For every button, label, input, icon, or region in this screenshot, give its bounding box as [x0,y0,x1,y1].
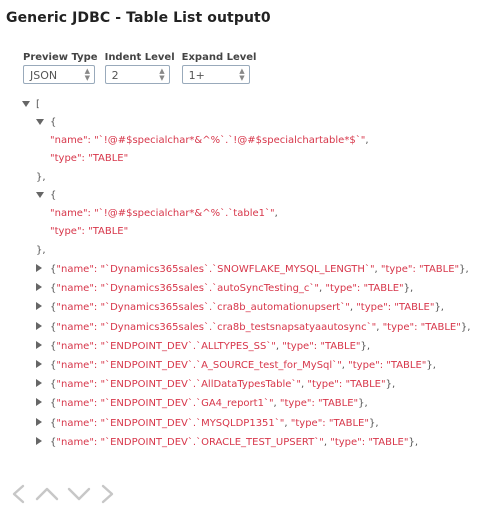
tree-prop-name: "name": "`!@#$specialchar*&^%`.`!@#$spec… [50,135,369,146]
root-row: [ [22,98,40,112]
tree-node-collapsed[interactable]: {"name": "`Dynamics365sales`.`SNOWFLAKE_… [36,263,469,277]
chevron-right-icon[interactable] [98,484,116,504]
expand-level-control: Expand Level 1+ ▲▼ [181,52,257,84]
tree-node-expanded: { [36,116,56,130]
indent-level-label: Indent Level [104,52,175,63]
stepper-arrows-icon: ▲▼ [84,67,90,82]
expand-level-select[interactable]: 1+ ▲▼ [181,65,250,84]
close-brace: }, [36,245,46,256]
preview-controls: Preview Type JSON ▲▼ Indent Level 2 ▲▼ E… [23,52,256,84]
tree-node-collapsed[interactable]: {"name": "`Dynamics365sales`.`autoSyncTe… [36,282,413,296]
expand-toggle-icon[interactable] [36,417,42,426]
expand-toggle-icon[interactable] [36,379,42,388]
tree-node-collapsed[interactable]: {"name": "`ENDPOINT_DEV`.`A_SOURCE_test_… [36,359,436,373]
preview-type-value: JSON [30,69,58,82]
expand-toggle-icon[interactable] [36,340,42,349]
preview-type-label: Preview Type [23,52,98,63]
expand-toggle-icon[interactable] [36,398,42,407]
preview-type-select[interactable]: JSON ▲▼ [23,65,95,84]
indent-level-select[interactable]: 2 ▲▼ [104,65,170,84]
expand-toggle-icon[interactable] [36,436,42,445]
tree-node-expanded: { [36,189,56,203]
expand-toggle-icon[interactable] [36,321,42,330]
collapse-toggle-icon[interactable] [36,192,44,198]
expand-toggle-icon[interactable] [36,264,42,272]
tree-node-collapsed[interactable]: {"name": "`Dynamics365sales`.`cra8b_auto… [36,301,444,315]
chevron-left-icon[interactable] [10,484,28,504]
close-brace: }, [36,172,46,183]
expand-level-label: Expand Level [181,52,257,63]
expand-toggle-icon[interactable] [36,360,42,368]
stepper-arrows-icon: ▲▼ [159,67,165,82]
tree-prop-type: "type": "TABLE" [50,226,129,237]
indent-level-value: 2 [111,69,119,82]
collapse-toggle-icon[interactable] [36,119,44,125]
navigation-controls [10,484,116,504]
stepper-arrows-icon: ▲▼ [239,67,245,82]
tree-node-collapsed[interactable]: {"name": "`ENDPOINT_DEV`.`GA4_report1`",… [36,397,368,411]
tree-prop-type: "type": "TABLE" [50,153,129,164]
tree-node-collapsed[interactable]: {"name": "`ENDPOINT_DEV`.`AllDataTypesTa… [36,378,395,392]
expand-toggle-icon[interactable] [22,101,30,107]
chevron-down-icon[interactable] [66,484,92,504]
page-title: Generic JDBC - Table List output0 [6,10,271,26]
expand-toggle-icon[interactable] [36,302,42,311]
expand-toggle-icon[interactable] [36,283,42,292]
open-bracket: [ [36,99,40,110]
expand-level-value: 1+ [188,69,205,82]
tree-prop-name: "name": "`!@#$specialchar*&^%`.`table1`"… [50,208,278,219]
preview-type-control: Preview Type JSON ▲▼ [23,52,98,84]
chevron-up-icon[interactable] [34,484,60,504]
tree-node-collapsed[interactable]: {"name": "`ENDPOINT_DEV`.`ALLTYPES_SS`",… [36,340,370,354]
indent-level-control: Indent Level 2 ▲▼ [104,52,175,84]
tree-node-collapsed[interactable]: {"name": "`Dynamics365sales`.`cra8b_test… [36,321,470,335]
tree-node-collapsed[interactable]: {"name": "`ENDPOINT_DEV`.`MYSQLDP1351`",… [36,417,379,431]
tree-node-collapsed[interactable]: {"name": "`ENDPOINT_DEV`.`ORACLE_TEST_UP… [36,436,418,450]
